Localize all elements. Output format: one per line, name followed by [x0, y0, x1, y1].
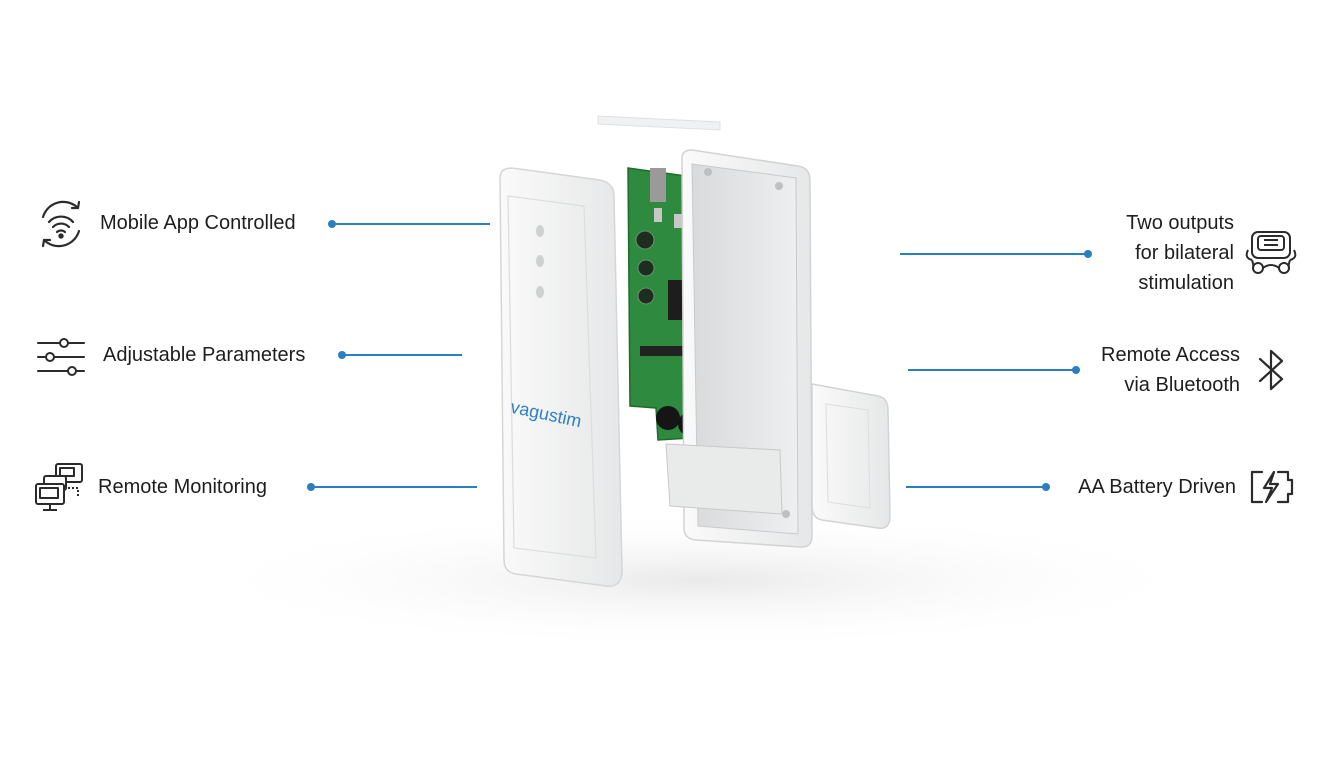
feature-aa-battery: AA Battery Driven — [1078, 476, 1236, 498]
feature-two-outputs-line-3: stimulation — [1138, 272, 1234, 294]
leader-dot-bluetooth — [1072, 366, 1080, 374]
feature-adjustable-parameters: Adjustable Parameters — [103, 344, 306, 366]
output-jack-1 — [656, 406, 680, 430]
bilateral-device-icon — [1244, 228, 1298, 280]
leader-line-adjustable — [342, 354, 462, 356]
feature-remote-access-line-2: via Bluetooth — [1124, 374, 1240, 396]
monitors-icon — [34, 462, 86, 514]
leader-dot-two-outputs — [1084, 250, 1092, 258]
front-cover — [499, 167, 623, 587]
feature-remote-access-line-1: Remote Access — [1101, 344, 1240, 366]
pcb-jack — [650, 168, 666, 202]
top-cap — [597, 115, 721, 131]
battery-icon — [1248, 468, 1296, 506]
battery-door — [811, 383, 891, 529]
feature-two-outputs: Two outputs for bilateral stimulation — [1060, 208, 1234, 298]
leader-line-mobile-app — [332, 223, 490, 225]
battery-compartment — [665, 443, 783, 515]
led-2 — [536, 255, 544, 267]
led-3 — [536, 286, 544, 298]
leader-dot-battery — [1042, 483, 1050, 491]
led-1 — [536, 225, 544, 237]
bluetooth-icon — [1254, 345, 1288, 395]
feature-mobile-app-controlled: Mobile App Controlled — [100, 212, 296, 234]
leader-line-bluetooth — [908, 369, 1076, 371]
leader-line-battery — [906, 486, 1046, 488]
floor-shadow — [180, 510, 1220, 650]
wireless-app-icon — [34, 197, 88, 251]
feature-two-outputs-line-2: for bilateral — [1135, 242, 1234, 264]
feature-remote-access: Remote Access via Bluetooth — [1060, 340, 1240, 400]
sliders-icon — [36, 337, 86, 377]
feature-two-outputs-line-1: Two outputs — [1126, 212, 1234, 234]
leader-line-monitoring — [311, 486, 477, 488]
leader-line-two-outputs — [900, 253, 1088, 255]
feature-remote-monitoring: Remote Monitoring — [98, 476, 267, 498]
